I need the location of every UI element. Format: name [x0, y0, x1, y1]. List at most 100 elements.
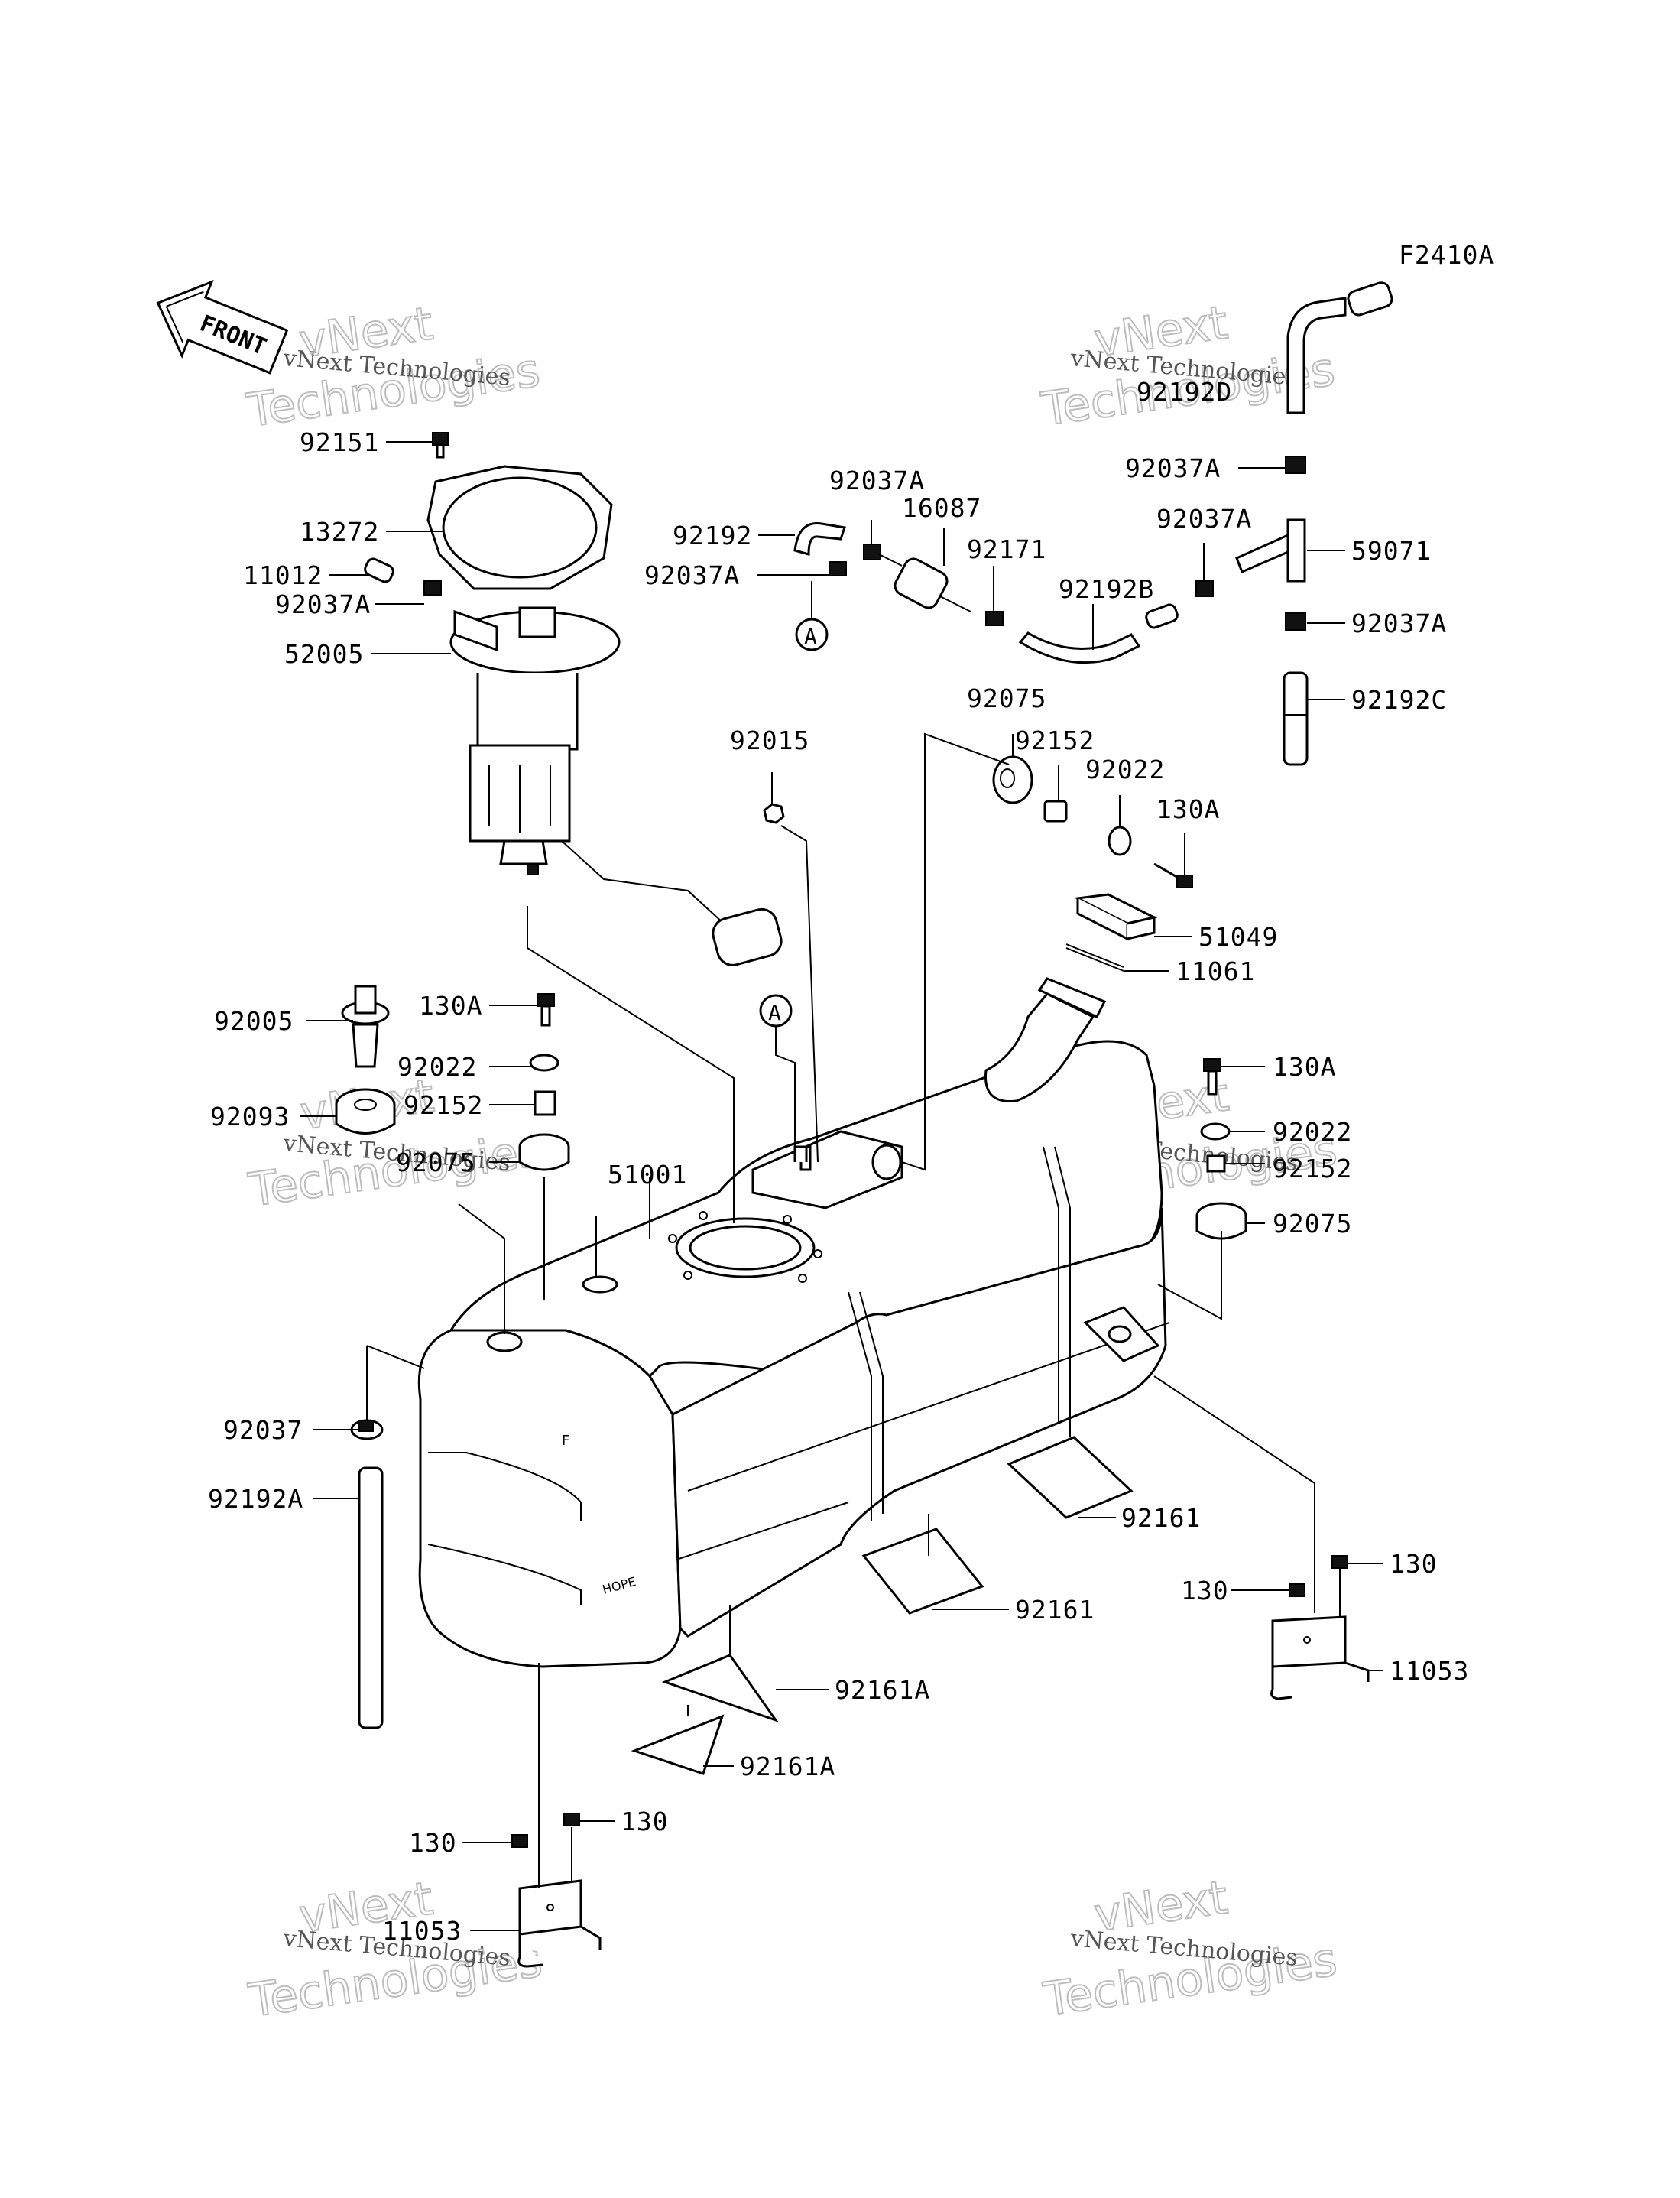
- label-92075: 92075: [1273, 1209, 1352, 1239]
- label-92093: 92093: [210, 1102, 290, 1131]
- watermark-mid-left: vNext Technologies: [245, 1068, 546, 1218]
- fuel-tank-51001: F HOPE: [417, 977, 1170, 1668]
- label-130: 130: [1390, 1549, 1438, 1579]
- bolt-130A-top: [1153, 862, 1193, 888]
- label-92022: 92022: [1273, 1117, 1352, 1147]
- label-92192A: 92192A: [208, 1484, 303, 1514]
- diagram-code: F2410A: [1399, 240, 1494, 270]
- bushing-92075-right: [1195, 1202, 1247, 1240]
- fuel-filter-16087: [878, 554, 971, 612]
- clamp-92037A-b: [863, 544, 881, 560]
- label-92161: 92161: [1015, 1595, 1095, 1625]
- pad-92161A-b: [631, 1714, 725, 1775]
- hose-92192: [793, 521, 846, 556]
- label-92192C: 92192C: [1351, 685, 1447, 715]
- label-52005: 52005: [284, 639, 364, 669]
- label-130: 130: [1181, 1576, 1229, 1605]
- pad-92161A-a: [661, 1654, 779, 1722]
- washer-92022-top: [1108, 826, 1132, 856]
- bolt-130-r2: [1331, 1555, 1348, 1569]
- label-92152: 92152: [1015, 726, 1095, 755]
- label-130: 130: [621, 1807, 669, 1836]
- bracket-11053-left: [517, 1879, 602, 1968]
- collar-92152-right: [1206, 1154, 1226, 1173]
- clamp-92037A-a: [829, 561, 847, 576]
- clamp-92037A-e: [1285, 612, 1306, 631]
- label-92037A: 92037A: [1156, 504, 1252, 534]
- label-92075: 92075: [396, 1148, 475, 1177]
- label-92075: 92075: [967, 683, 1046, 713]
- label-11061: 11061: [1176, 956, 1255, 986]
- washer-92022-left: [529, 1054, 559, 1072]
- gasket-11061: [1065, 943, 1124, 972]
- bolt-130A-left: [537, 993, 555, 1027]
- pump-gasket-13272: [426, 465, 613, 590]
- label-92037A: 92037A: [1125, 453, 1221, 483]
- label-16087: 16087: [902, 493, 981, 523]
- label-130A: 130A: [1273, 1052, 1336, 1082]
- label-92161: 92161: [1121, 1503, 1201, 1533]
- clamp-92171: [985, 611, 1004, 626]
- svg-text:A: A: [768, 1000, 781, 1025]
- label-59071: 59071: [1351, 536, 1431, 566]
- nut-92015: [763, 803, 785, 824]
- collar-92152-left: [534, 1090, 556, 1116]
- label-92171: 92171: [967, 534, 1046, 564]
- label-92037A: 92037A: [644, 560, 740, 590]
- part-labels: 92151 13272 11012 92037A 52005 92192 920…: [208, 377, 1469, 1946]
- label-11053: 11053: [382, 1916, 462, 1946]
- bolt-130-r1: [1289, 1583, 1305, 1597]
- label-92022: 92022: [1085, 755, 1165, 784]
- leader-lines: [300, 441, 1383, 1931]
- hose-92192B: [1018, 603, 1179, 664]
- bolt-130-l2: [563, 1813, 580, 1826]
- label-130: 130: [409, 1828, 457, 1858]
- pad-92161-a: [1007, 1436, 1134, 1519]
- label-13272: 13272: [300, 517, 379, 547]
- label-51049: 51049: [1198, 922, 1278, 952]
- label-92037A: 92037A: [829, 466, 925, 495]
- hose-92192D: [1286, 281, 1393, 414]
- label-92022: 92022: [397, 1052, 477, 1082]
- label-92192D: 92192D: [1137, 377, 1232, 407]
- label-92161A: 92161A: [835, 1675, 930, 1705]
- ref-marker-a-hoses: A: [795, 618, 829, 651]
- label-92005: 92005: [214, 1006, 294, 1036]
- label-11053: 11053: [1390, 1656, 1469, 1686]
- label-92192: 92192: [673, 521, 752, 550]
- label-130A: 130A: [1156, 794, 1220, 824]
- bushing-92075-left: [518, 1133, 570, 1171]
- cap-filter-51049: [1073, 893, 1158, 941]
- pump-clamp-92037A: [423, 580, 442, 596]
- pad-92161-b: [861, 1528, 984, 1615]
- bushing-92093: [335, 1088, 396, 1135]
- washer-92022-right: [1200, 1122, 1231, 1141]
- label-92161A: 92161A: [740, 1752, 835, 1781]
- label-92015: 92015: [730, 726, 809, 755]
- bolt-130-l1: [511, 1834, 528, 1848]
- clamp-92037A-c: [1195, 580, 1214, 597]
- label-130A: 130A: [419, 991, 482, 1021]
- clamp-92037A-d: [1285, 456, 1306, 474]
- bracket-11053-right: [1270, 1615, 1370, 1700]
- label-92037A: 92037A: [275, 589, 371, 619]
- fuel-pump-52005: [449, 606, 783, 966]
- label-51001: 51001: [608, 1160, 687, 1190]
- label-92037A: 92037A: [1351, 609, 1447, 638]
- label-92192B: 92192B: [1059, 574, 1154, 604]
- svg-text:A: A: [804, 624, 817, 649]
- ref-marker-a-tank: A: [759, 994, 793, 1028]
- mount-92005: [341, 985, 390, 1068]
- bolt-130A-right: [1203, 1058, 1221, 1096]
- label-92152: 92152: [404, 1090, 483, 1120]
- hose-92192C: [1283, 671, 1309, 766]
- collar-92152-top: [1043, 800, 1068, 823]
- tee-joint-59071: [1235, 518, 1306, 583]
- pump-tube-11012: [364, 557, 394, 583]
- label-92151: 92151: [300, 427, 379, 457]
- label-11012: 11012: [243, 560, 323, 590]
- label-92152: 92152: [1273, 1154, 1352, 1183]
- front-arrow-icon: FRONT: [156, 280, 289, 375]
- label-92037: 92037: [223, 1415, 303, 1445]
